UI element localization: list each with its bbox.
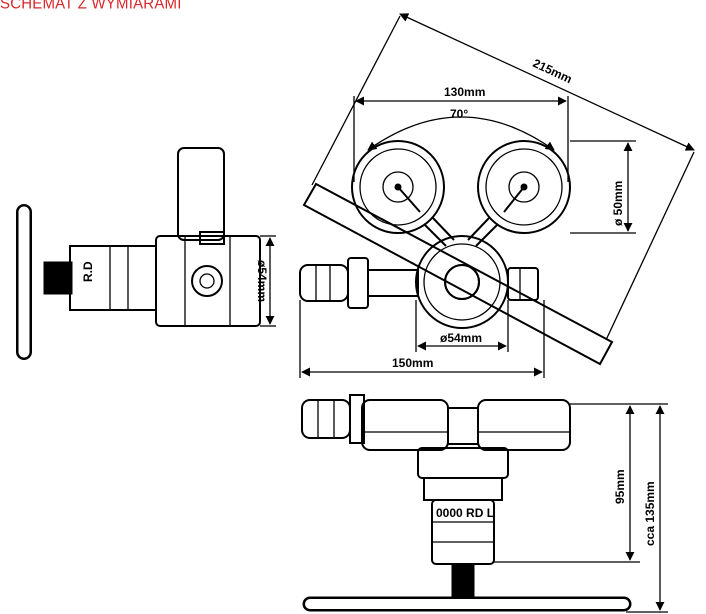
front-body-width-label: ø54mm — [440, 331, 482, 345]
top-left-gauge — [361, 399, 449, 451]
side-gauge — [177, 147, 225, 241]
height-total-label: cca 135mm — [643, 481, 657, 546]
front-view: 215mm 130mm 70° ø 50mm ø54mm 150mm — [299, 13, 695, 378]
front-body — [415, 235, 509, 329]
side-outlet-nut — [191, 265, 223, 297]
top-body — [417, 447, 509, 479]
side-body-width-label: ø54mm — [255, 260, 269, 302]
front-inlet — [299, 264, 349, 302]
top-inlet — [301, 399, 351, 439]
top-view: 0000 RD L 95mm cca 135mm — [301, 394, 668, 613]
overall-diagonal-label: 215mm — [531, 56, 574, 86]
front-width-label: 150mm — [392, 356, 433, 370]
page-title: SCHEMAT Z WYMIARAMI — [0, 0, 182, 13]
height-body-label: 95mm — [613, 469, 627, 504]
gauge-diameter-label: ø 50mm — [611, 181, 625, 226]
front-outlet — [507, 267, 539, 301]
front-left-gauge — [351, 140, 445, 234]
gauge-spacing-label: 130mm — [444, 85, 485, 99]
svg-text:R.D: R.D — [81, 261, 95, 282]
side-view: R.D ø54mm — [16, 147, 276, 360]
top-right-gauge — [477, 399, 571, 451]
gauge-angle-label: 70° — [450, 107, 468, 121]
side-body — [155, 235, 261, 327]
front-handle-bar — [302, 182, 614, 366]
svg-text:0000 RD L: 0000 RD L — [436, 506, 494, 520]
